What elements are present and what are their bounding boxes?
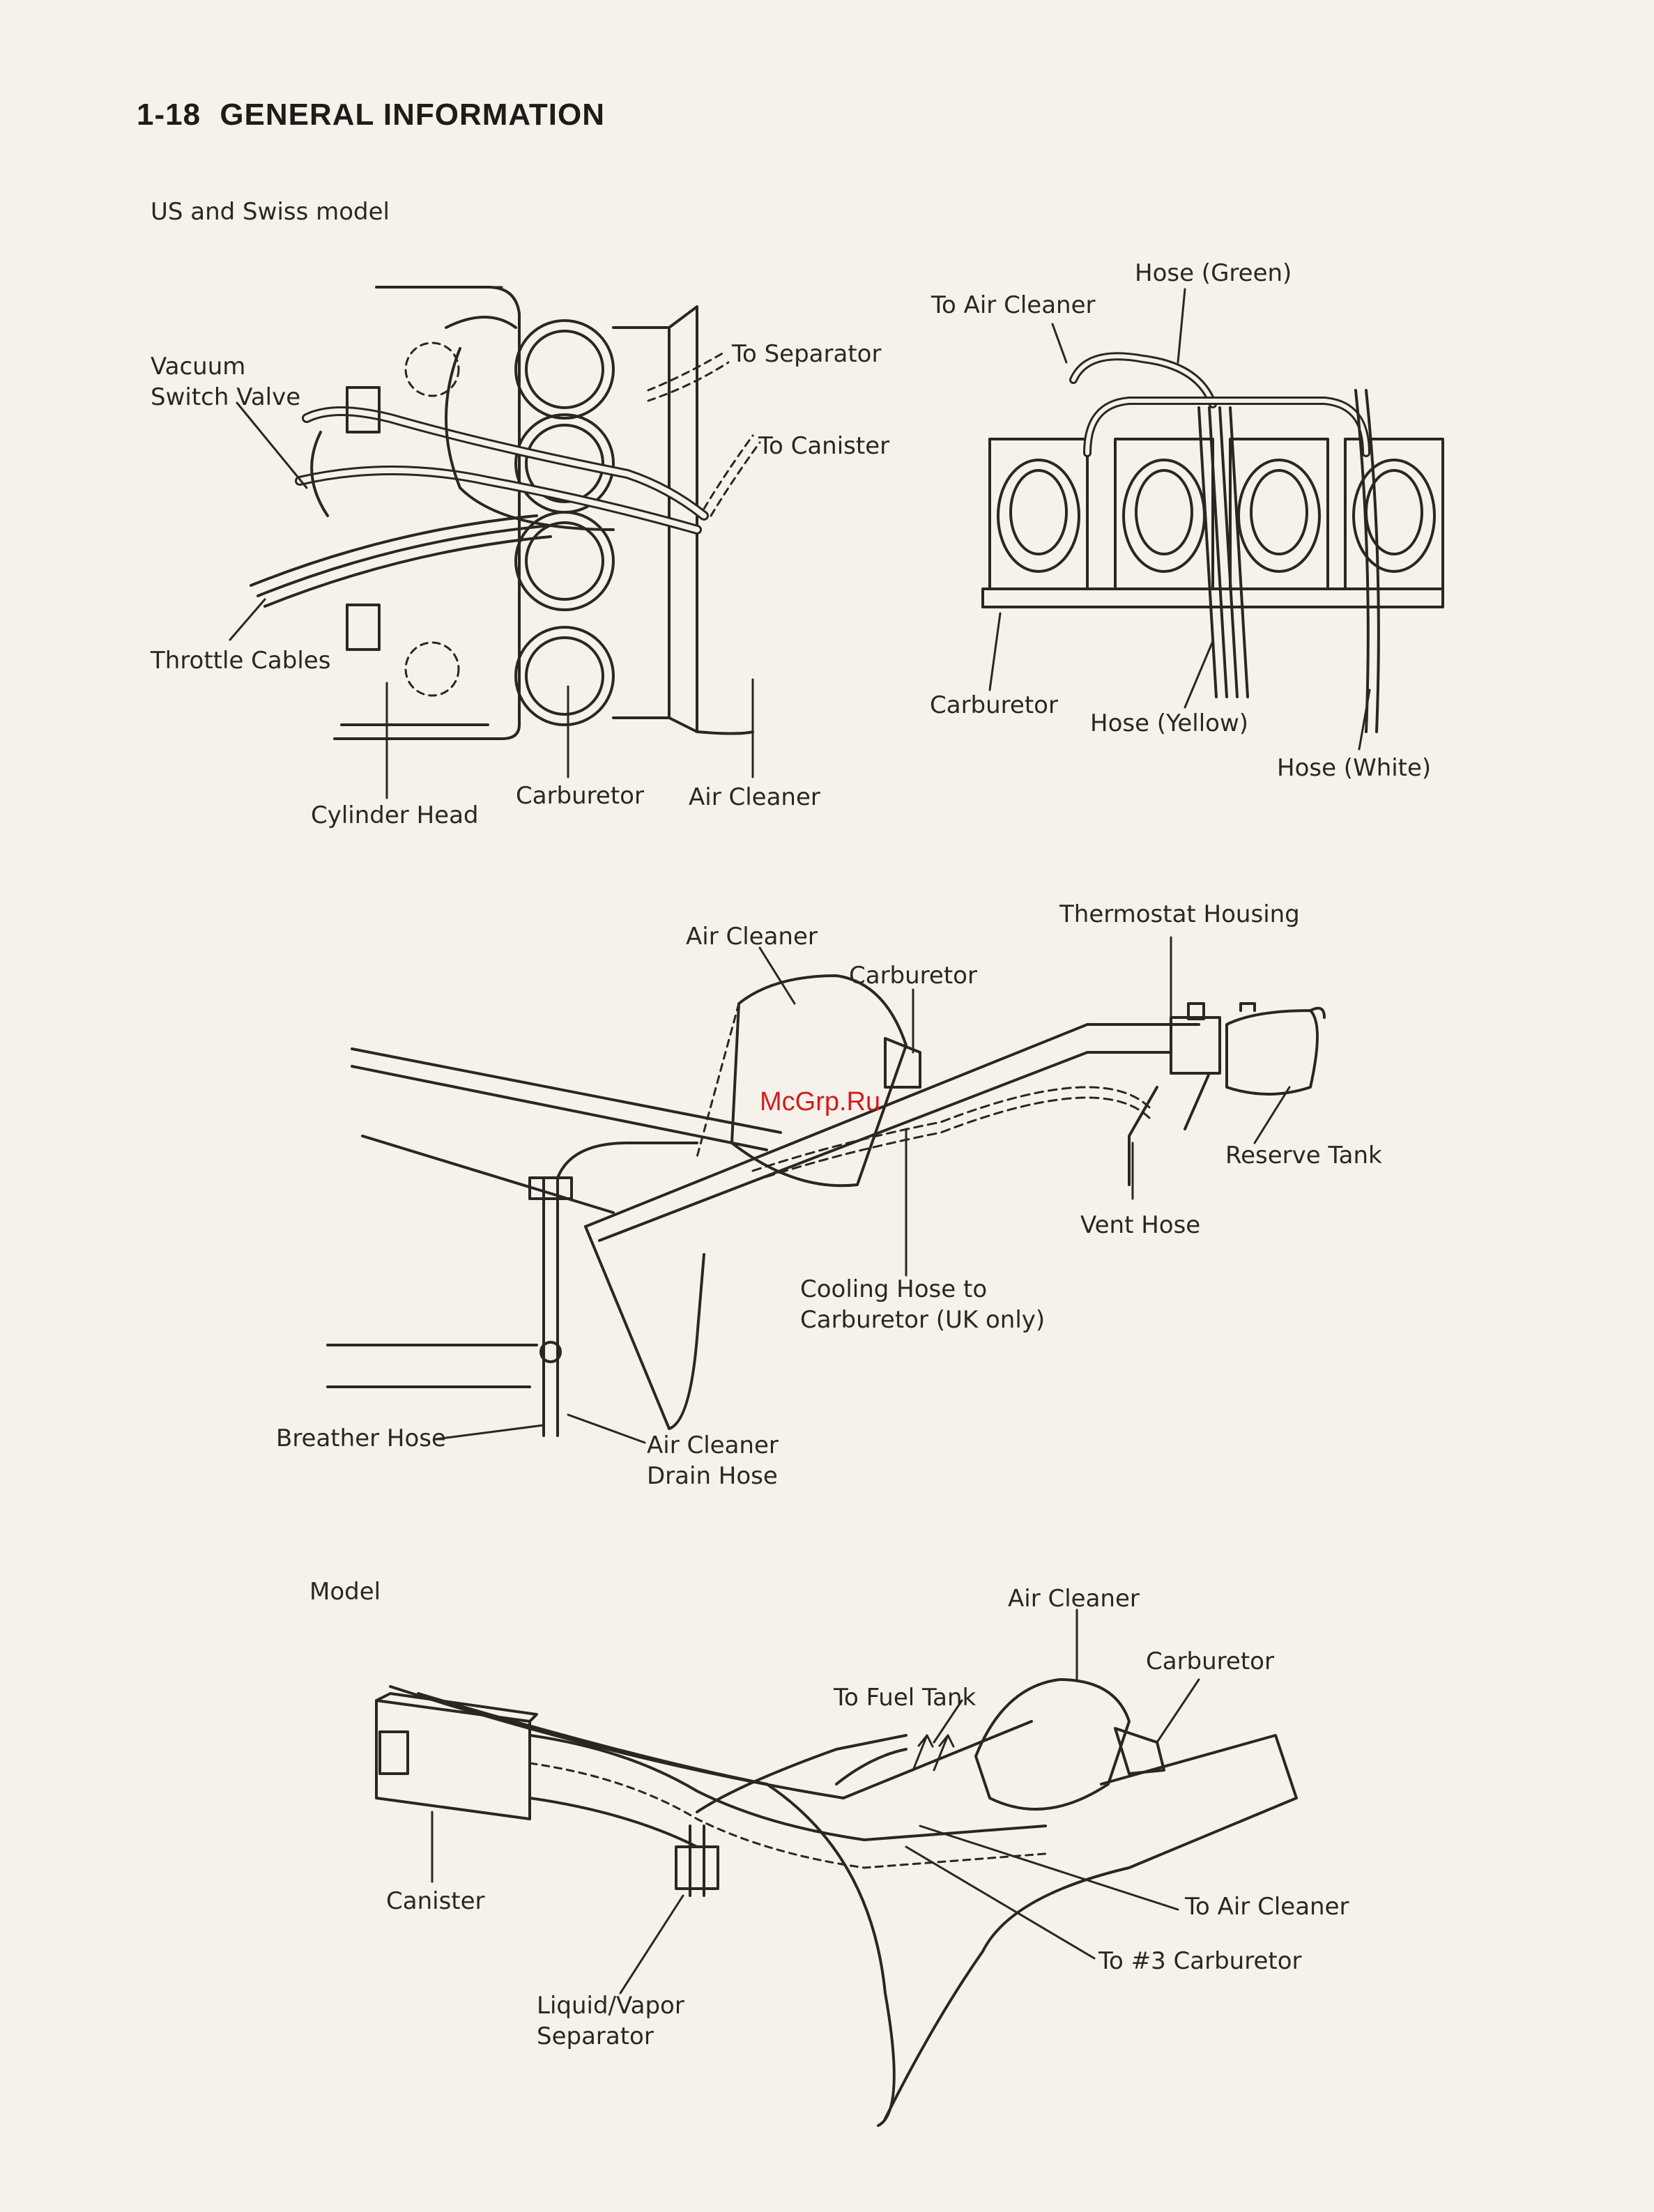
label-hose-yellow: Hose (Yellow) — [1090, 709, 1249, 737]
label-to-canister: To Canister — [758, 432, 890, 460]
label-liquid-vapor-separator: Liquid/Vapor Separator — [537, 1990, 684, 2052]
label-to-separator: To Separator — [732, 340, 882, 368]
label-to-fuel-tank: To Fuel Tank — [834, 1684, 977, 1712]
label-vacuum-switch-valve: Vacuum Switch Valve — [151, 351, 300, 413]
figure4-caption: Model — [309, 1578, 381, 1606]
label-breather-hose: Breather Hose — [276, 1424, 446, 1452]
label-to-air-cleaner-fig2: To Air Cleaner — [931, 291, 1096, 319]
label-separator-line1: Liquid/Vapor — [537, 1992, 684, 2020]
label-cooling-hose-line1: Cooling Hose to — [800, 1275, 988, 1303]
label-vacuum-switch-valve-line2: Switch Valve — [151, 383, 301, 411]
label-hose-green: Hose (Green) — [1135, 259, 1292, 287]
label-carburetor-fig1: Carburetor — [516, 782, 644, 810]
watermark: McGrp.Ru — [760, 1087, 881, 1116]
label-cylinder-head: Cylinder Head — [311, 801, 479, 829]
figure3-drawing — [326, 936, 1326, 1444]
label-air-cleaner-fig3: Air Cleaner — [686, 923, 818, 951]
label-separator-line2: Separator — [537, 2022, 654, 2050]
label-to-3-carburetor: To #3 Carburetor — [1098, 1947, 1302, 1975]
label-to-air-cleaner-fig4: To Air Cleaner — [1185, 1893, 1349, 1921]
label-thermostat-housing: Thermostat Housing — [1059, 900, 1300, 928]
label-air-cleaner-drain-hose: Air Cleaner Drain Hose — [647, 1430, 779, 1491]
figure2-drawing — [981, 288, 1444, 751]
label-vacuum-switch-valve-line1: Vacuum — [151, 353, 246, 381]
label-carburetor-fig4: Carburetor — [1146, 1648, 1274, 1675]
label-throttle-cables: Throttle Cables — [151, 647, 331, 675]
label-drain-hose-line2: Drain Hose — [647, 1462, 778, 1490]
label-cooling-hose: Cooling Hose to Carburetor (UK only) — [800, 1274, 1045, 1335]
label-air-cleaner-fig1: Air Cleaner — [689, 783, 820, 811]
label-air-cleaner-fig4: Air Cleaner — [1008, 1585, 1140, 1613]
figure4-drawing — [375, 1608, 1298, 2127]
label-canister: Canister — [386, 1887, 485, 1915]
label-carburetor-fig2: Carburetor — [930, 691, 1058, 719]
figure1-caption: US and Swiss model — [151, 198, 390, 226]
label-carburetor-fig3: Carburetor — [849, 962, 977, 990]
label-reserve-tank: Reserve Tank — [1225, 1142, 1382, 1169]
page-number: 1-18 — [137, 98, 201, 132]
figure1-drawing — [229, 286, 761, 799]
label-drain-hose-line1: Air Cleaner — [647, 1431, 779, 1459]
page-header: 1-18 GENERAL INFORMATION — [137, 98, 615, 132]
label-hose-white: Hose (White) — [1277, 754, 1432, 782]
label-cooling-hose-line2: Carburetor (UK only) — [800, 1306, 1046, 1334]
label-vent-hose: Vent Hose — [1080, 1211, 1201, 1239]
page-title: GENERAL INFORMATION — [220, 98, 606, 132]
